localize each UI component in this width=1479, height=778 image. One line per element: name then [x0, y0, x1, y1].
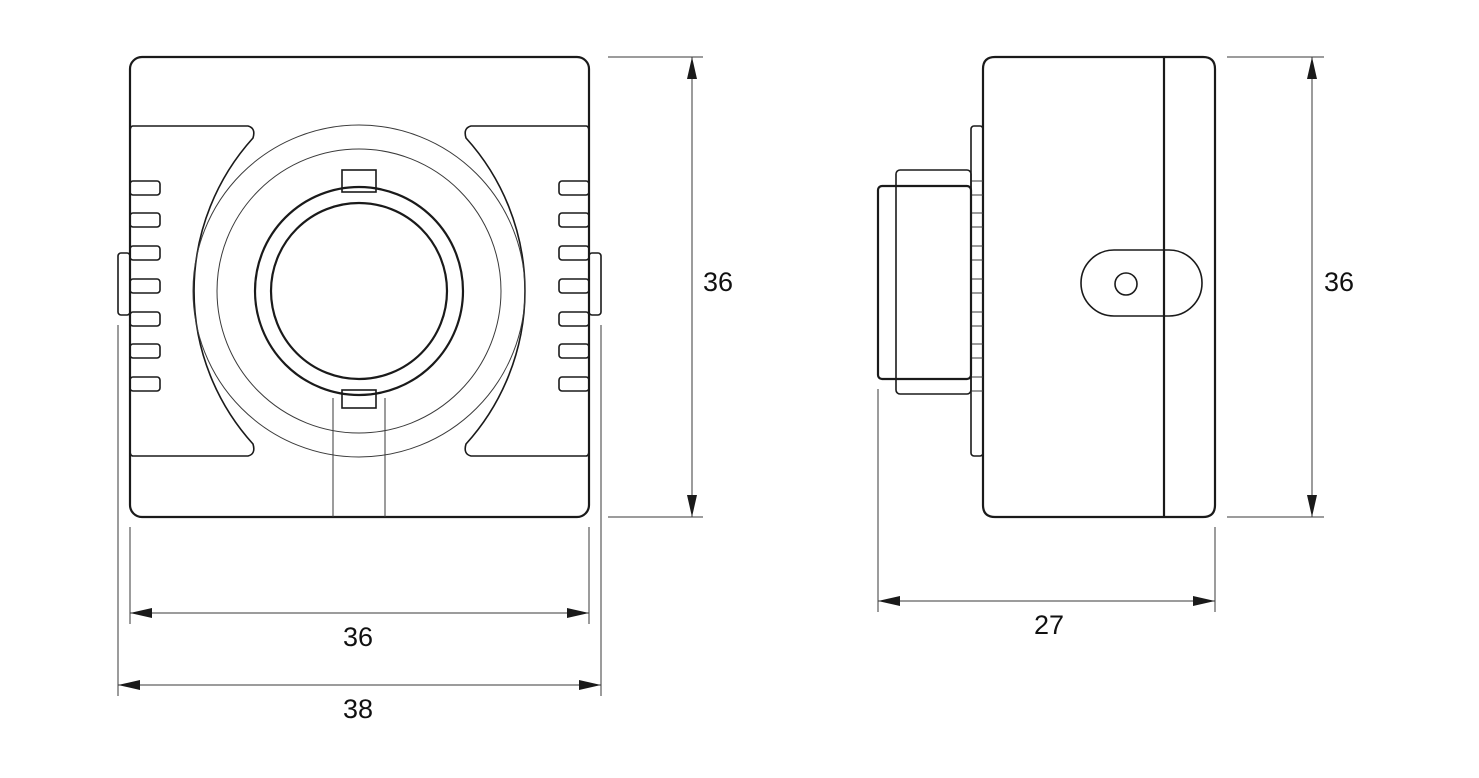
- lens-mount-outer: [253, 185, 465, 397]
- front-right-panel: [464, 125, 590, 457]
- front-body-width-label: 36: [343, 622, 373, 652]
- front-right-tab: [588, 252, 602, 316]
- vent-slot: [129, 311, 161, 327]
- vent-slot: [558, 343, 590, 359]
- front-view: [117, 55, 602, 519]
- front-right-vents: [558, 180, 590, 392]
- vent-slot: [129, 376, 161, 392]
- cable-channel: [332, 398, 386, 517]
- lens-mount-key-top: [341, 169, 377, 193]
- vent-slot: [129, 180, 161, 196]
- vent-slot: [129, 245, 161, 261]
- front-left-panel: [129, 125, 255, 457]
- vent-slot: [558, 180, 590, 196]
- lens-ring-inner: [216, 148, 502, 434]
- vent-slot: [129, 212, 161, 228]
- lens-ring-outer: [192, 124, 526, 458]
- side-lens-barrel: [876, 184, 973, 381]
- side-mount-tab: [1080, 249, 1203, 317]
- front-left-tab: [117, 252, 131, 316]
- lens-mount-key-bottom: [341, 389, 377, 409]
- side-view: [876, 55, 1217, 519]
- vent-slot: [558, 212, 590, 228]
- vent-slot: [558, 278, 590, 294]
- side-lens-collar: [895, 169, 972, 395]
- vent-slot: [558, 376, 590, 392]
- lens-mount-inner: [269, 201, 449, 381]
- vent-slot: [558, 245, 590, 261]
- side-flange: [970, 125, 984, 457]
- vent-slot: [129, 343, 161, 359]
- side-height-label: 36: [1324, 267, 1354, 297]
- side-flange-fins: [971, 180, 983, 392]
- dimension-lines: [117, 56, 1324, 696]
- side-depth-label: 27: [1034, 610, 1064, 640]
- vent-slot: [558, 311, 590, 327]
- vent-slot: [129, 278, 161, 294]
- front-height-label: 36: [703, 267, 733, 297]
- side-mount-hole: [1114, 272, 1138, 296]
- front-overall-width-label: 38: [343, 694, 373, 724]
- side-housing: [981, 55, 1217, 519]
- front-left-vents: [129, 180, 161, 392]
